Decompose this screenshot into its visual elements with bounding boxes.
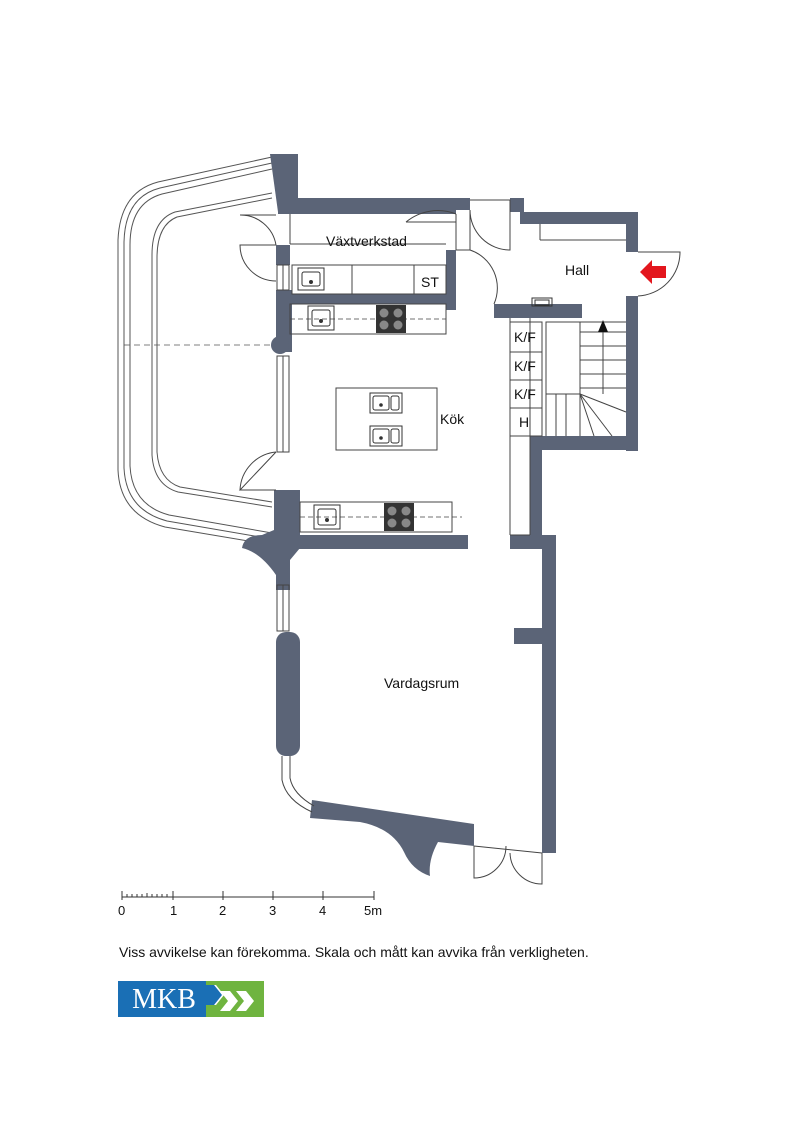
wall-st-right <box>446 250 456 310</box>
stair-direction-arrow-icon <box>598 320 608 332</box>
stove-icons <box>376 305 414 531</box>
wall-top-stub <box>456 198 470 210</box>
wall-hall-bottom <box>494 304 582 318</box>
sink-icon <box>313 504 341 530</box>
sink-icon <box>531 297 553 307</box>
logo-arrows-icon <box>206 981 264 1017</box>
unit-label-kf: K/F <box>514 358 536 374</box>
wall-top-stub-2 <box>510 198 524 212</box>
sink-icons <box>297 267 553 530</box>
stove-icon <box>384 503 414 531</box>
scale-tick-label: 0 <box>118 903 125 918</box>
wall-top <box>278 198 456 214</box>
wall-left-column <box>271 336 289 354</box>
unit-label-kf: K/F <box>514 386 536 402</box>
doors <box>238 199 681 885</box>
entrance-arrow-icon <box>640 260 666 284</box>
scale-tick-label: 2 <box>219 903 226 918</box>
wall-living-left <box>276 632 300 756</box>
scale-tick-label: 4 <box>319 903 326 918</box>
sink-icon <box>369 392 403 414</box>
sink-icon <box>297 267 325 291</box>
scale-tick-label: 1 <box>170 903 177 918</box>
scale-tick-label: 3 <box>269 903 276 918</box>
unit-label-h: H <box>519 414 529 430</box>
logo-box <box>118 981 210 1017</box>
unit-label-kf: K/F <box>514 329 536 345</box>
windows <box>276 264 315 813</box>
wall-kitchen-corner <box>242 490 300 590</box>
wall-living-bottom <box>310 800 474 876</box>
unit-label-st: ST <box>421 274 439 290</box>
wall-pillar-top-left <box>270 154 298 212</box>
wall-living-right <box>542 535 556 853</box>
scale-bar <box>121 891 375 900</box>
room-label-kok: Kök <box>440 411 465 427</box>
wall-living-notch <box>514 628 544 644</box>
wall-hall-right-top <box>626 212 638 252</box>
wall-stair-left <box>530 440 542 536</box>
wall-top-hall <box>520 212 638 224</box>
balcony-railing <box>117 156 273 546</box>
sink-icon <box>369 425 403 447</box>
mkb-logo: MKB <box>118 981 264 1017</box>
wall-hall-right-bottom <box>626 296 638 451</box>
walls <box>242 154 638 876</box>
counters <box>289 264 462 533</box>
room-label-vaxtverkstad: Växtverkstad <box>326 233 407 249</box>
staircase <box>545 321 627 437</box>
scale-tick-label: 5m <box>364 903 382 918</box>
stove-icon <box>376 305 406 333</box>
appliance-column <box>509 321 543 437</box>
partitions <box>289 210 626 536</box>
wall-vaxtverkstad-bottom <box>290 294 456 304</box>
logo-text: MKB <box>132 984 196 1015</box>
wall-left-upper <box>276 245 290 265</box>
disclaimer-text: Viss avvikelse kan förekomma. Skala och … <box>119 944 589 960</box>
room-label-hall: Hall <box>565 262 589 278</box>
wall-stair-bottom <box>530 436 638 450</box>
room-label-vardagsrum: Vardagsrum <box>384 675 459 691</box>
sink-icon <box>307 305 335 331</box>
wall-kitchen-bottom <box>290 535 468 549</box>
